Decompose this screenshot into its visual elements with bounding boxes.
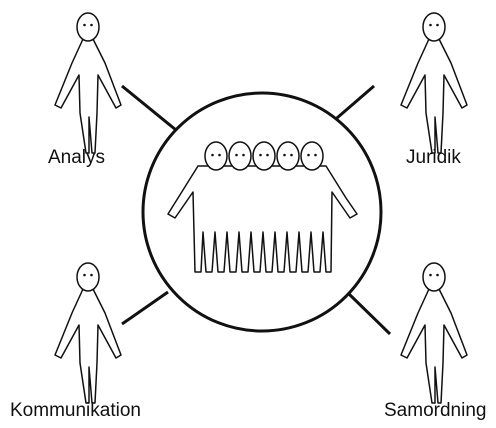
- person-figure-icon: [400, 262, 468, 404]
- connector-bottom-right: [347, 292, 392, 336]
- connector-top-left: [121, 84, 177, 132]
- person-figure-icon: [54, 262, 122, 404]
- label-samordning: Samordning: [384, 400, 487, 421]
- person-figure-icon: [54, 12, 122, 154]
- label-kommunikation: Kommunikation: [10, 400, 141, 421]
- group-of-people-icon: [167, 141, 358, 273]
- connector-bottom-left: [121, 290, 169, 326]
- person-figure-icon: [400, 12, 468, 154]
- connector-top-right: [329, 84, 375, 126]
- label-analys: Analys: [48, 147, 106, 168]
- label-juridik: Juridik: [406, 147, 461, 168]
